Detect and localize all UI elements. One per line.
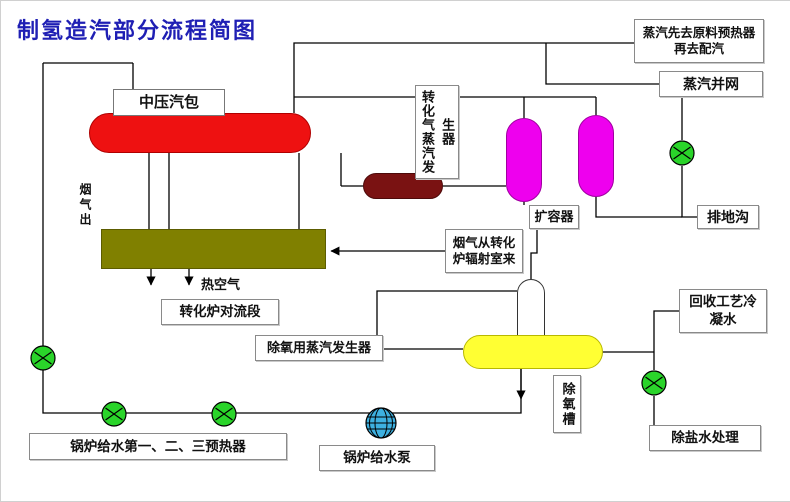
label-convection-section: 转化炉对流段 [161,299,279,325]
label-flash-tank: 扩容器 [529,205,579,229]
pump-icon [30,345,56,371]
label-flue-gas-from-radiant: 烟气从转化炉辐射室来 [445,229,523,273]
page-title: 制氢造汽部分流程简图 [17,18,258,43]
flash-tank-vessel-2 [578,115,614,197]
pump-icon [641,370,667,396]
label-demin-water: 除盐水处理 [649,425,761,451]
pump-icon [669,140,695,166]
label-steam-drum: 中压汽包 [113,89,225,116]
label-steam-to-grid: 蒸汽并网 [659,71,763,97]
pump-icon [211,401,237,427]
deaerator-column [517,279,545,337]
deaerator-drum [463,335,603,369]
label-deaerator-tank: 除氧槽 [553,375,581,433]
label-reformed-gas-steam-generator: 转化气蒸汽发生器 [415,85,459,179]
label-recovered-condensate: 回收工艺冷凝水 [679,289,767,333]
boiler-feed-water-pump-icon [364,406,398,440]
label-floor-drain: 排地沟 [697,205,759,229]
label-steam-route: 蒸汽先去原料预热器再去配汽 [634,19,764,63]
label-bfw-pump: 锅炉给水泵 [319,445,435,471]
flash-tank-vessel [506,118,542,202]
convection-section-exchanger [101,229,326,269]
label-deaerator-steam-generator: 除氧用蒸汽发生器 [255,335,383,361]
steam-drum-vessel [89,113,311,153]
label-bfw-preheaters: 锅炉给水第一、二、三预热器 [29,433,287,460]
pump-icon [101,401,127,427]
label-hot-air: 热空气 [201,277,241,292]
label-flue-gas-out: 烟气出 [78,183,92,228]
